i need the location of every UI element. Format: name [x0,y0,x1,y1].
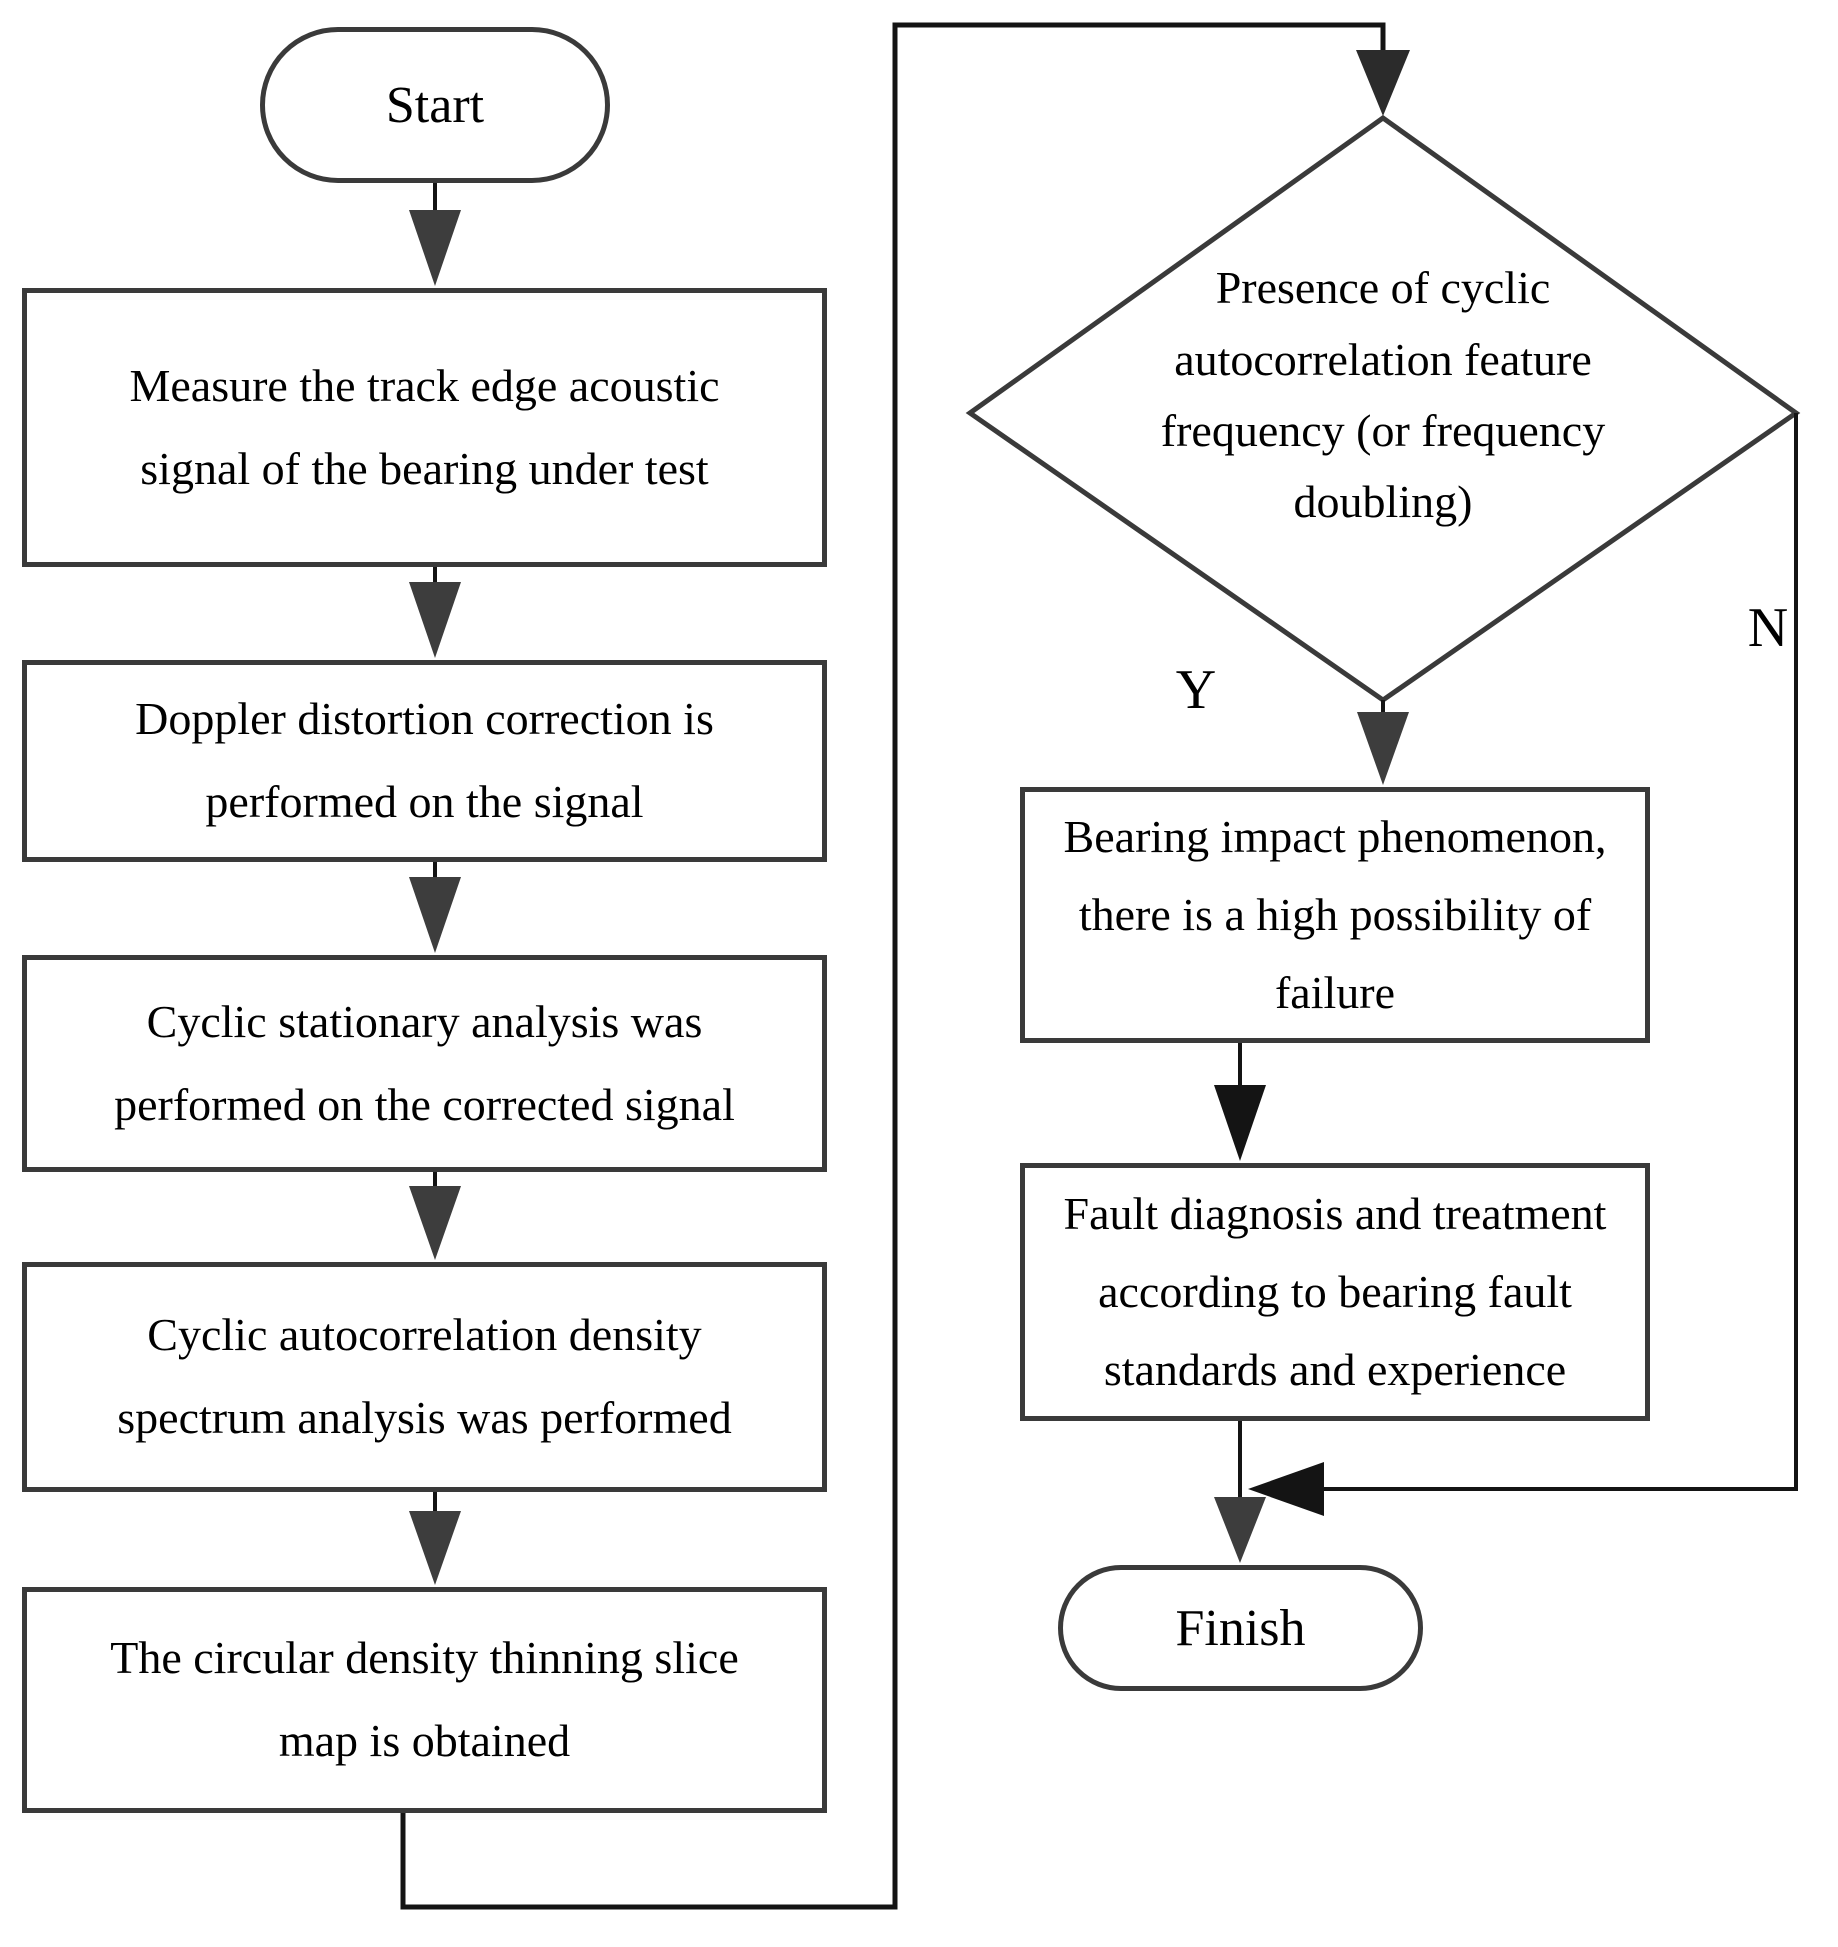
node-measure-line-1: Measure the track edge acoustic [129,359,720,411]
branch-label-yes: Y [1175,659,1217,721]
node-measure-signal: Measure the track edge acoustic signal o… [22,288,827,567]
connector-no-branch [1324,413,1798,1491]
node-density-line-1: Cyclic autocorrelation density [147,1309,702,1361]
arrowhead-into-fault [1214,1085,1266,1161]
node-bearing-impact: Bearing impact phenomenon, there is a hi… [1020,787,1650,1043]
arrowhead-junction-left [1248,1462,1324,1516]
arrowhead-into-density [409,1186,461,1260]
node-cyclic-line-2: performed on the corrected signal [114,1078,735,1130]
node-density-line-2: spectrum analysis was performed [117,1392,732,1443]
node-decision-line-2: autocorrelation feature [1174,333,1592,385]
node-doppler-line-2: performed on the signal [205,776,644,827]
arrowhead-into-cyclic [409,877,461,953]
connector-slicemap-decision [400,22,1386,1910]
node-decision-line-4: doubling) [1293,476,1473,528]
arrowhead-into-bearing [1357,712,1409,785]
node-cyclic-line-1: Cyclic stationary analysis was [146,995,703,1047]
branch-label-no: N [1747,597,1789,659]
arrowhead-into-measure [409,210,461,286]
node-fault-line-1: Fault diagnosis and treatment [1063,1187,1607,1239]
node-decision-label: Presence of cyclic autocorrelation featu… [1033,240,1733,550]
node-decision-line-3: frequency (or frequency [1160,405,1606,456]
node-doppler-line-1: Doppler distortion correction is [135,693,714,745]
node-start-label: Start [385,76,485,134]
node-fault-diagnosis: Fault diagnosis and treatment according … [1020,1163,1650,1421]
arrowhead-into-finish [1214,1497,1266,1563]
node-doppler-correction: Doppler distortion correction is perform… [22,660,827,862]
node-bearing-line-1: Bearing impact phenomenon, [1063,810,1607,862]
node-cyclic-stationary: Cyclic stationary analysis was performed… [22,955,827,1172]
node-autocorrelation-density: Cyclic autocorrelation density spectrum … [22,1262,827,1492]
node-decision-line-1: Presence of cyclic [1215,262,1551,314]
node-fault-line-2: according to bearing fault [1098,1265,1572,1317]
arrowhead-into-doppler [409,582,461,658]
node-finish-label: Finish [1175,1599,1306,1657]
node-bearing-line-3: failure [1274,967,1396,1019]
node-bearing-line-2: there is a high possibility of [1078,888,1592,940]
node-slicemap-line-1: The circular density thinning slice [110,1632,739,1684]
node-start: Start [260,27,610,183]
node-measure-line-2: signal of the bearing under test [140,442,709,494]
node-slicemap-line-2: map is obtained [278,1715,571,1766]
node-finish: Finish [1058,1565,1423,1691]
node-slice-map: The circular density thinning slice map … [22,1587,827,1813]
arrowhead-into-decision [1356,50,1410,116]
node-fault-line-3: standards and experience [1103,1344,1567,1396]
arrowhead-into-slicemap [409,1511,461,1585]
